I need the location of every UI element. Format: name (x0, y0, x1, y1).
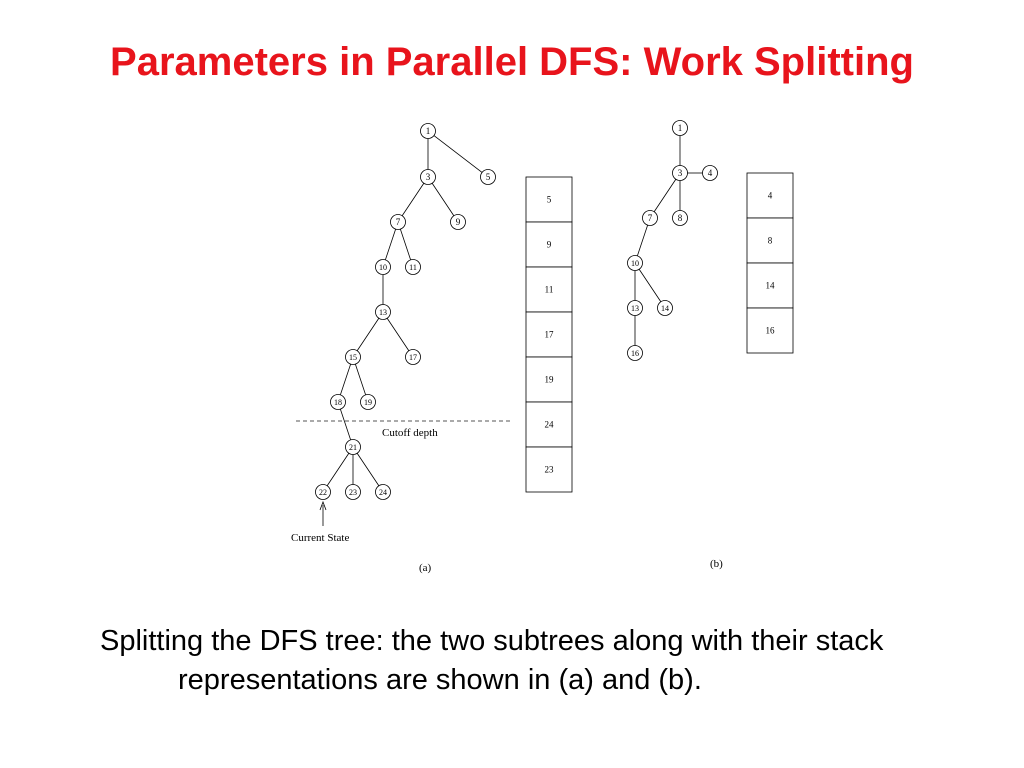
tree-b-node-label: 10 (631, 259, 639, 268)
stack-b-cell: 4 (746, 172, 794, 219)
tree-b-node-label: 1 (678, 123, 683, 133)
stack-a-cell-label: 24 (545, 420, 555, 430)
tree-b-node-label: 3 (678, 168, 683, 178)
tree-a-edge-7-11 (399, 228, 412, 261)
stack-a-cell: 5 (525, 176, 573, 223)
tree-b-node-label: 13 (631, 304, 639, 313)
tree-a-node-5: 5 (480, 169, 496, 185)
tree-b-node-8: 8 (672, 210, 688, 226)
stack-a-cell-label: 11 (545, 285, 554, 295)
tree-a-edge-13-17 (386, 318, 410, 351)
slide-title: Parameters in Parallel DFS: Work Splitti… (110, 40, 914, 84)
stack-b-cell-label: 4 (768, 191, 773, 201)
stack-a-cell: 24 (525, 401, 573, 448)
tree-b-node-4: 4 (702, 165, 718, 181)
tree-b-node-10: 10 (627, 255, 643, 271)
stack-a: 5 9 11 17 19 24 23 (525, 176, 573, 493)
tree-a-node-19: 19 (360, 394, 376, 410)
stack-a-cell-label: 9 (547, 240, 552, 250)
tree-a-node-18: 18 (330, 394, 346, 410)
tree-a-node-17: 17 (405, 349, 421, 365)
tree-a-node-label: 21 (349, 443, 357, 452)
tree-b-node-3: 3 (672, 165, 688, 181)
tree-a-node-label: 7 (396, 217, 401, 227)
tree-b-edge-10-14 (638, 269, 662, 302)
slide-caption: Splitting the DFS tree: the two subtrees… (100, 625, 884, 696)
stack-a-cell-label: 19 (545, 375, 555, 385)
stack-a-cell-label: 23 (545, 465, 555, 475)
tree-a-node-23: 23 (345, 484, 361, 500)
tree-a-node-1: 1 (420, 123, 436, 139)
tree-a-node-13: 13 (375, 304, 391, 320)
tree-a-node-11: 11 (405, 259, 421, 275)
tree-a-node-label: 5 (486, 172, 491, 182)
stack-b-cell-label: 16 (766, 326, 776, 336)
tree-b-edge-3-7 (653, 179, 677, 212)
tree-a-node-10: 10 (375, 259, 391, 275)
stack-b-cell: 8 (746, 217, 794, 264)
stack-a-cell: 11 (525, 266, 573, 313)
stack-a-cell-label: 5 (547, 195, 552, 205)
tree-a-edge-13-15 (356, 318, 380, 351)
tree-b-node-13: 13 (627, 300, 643, 316)
tree-a-node-21: 21 (345, 439, 361, 455)
tree-a-edge-3-9 (431, 183, 455, 216)
tree-a-node-label: 19 (364, 398, 372, 407)
current-state-label: Current State (291, 532, 349, 544)
tree-a-node-15: 15 (345, 349, 361, 365)
tree-a-node-label: 9 (456, 217, 461, 227)
tree-b-node-label: 8 (678, 213, 683, 223)
tree-a-node-label: 17 (409, 353, 417, 362)
tree-b-node-14: 14 (657, 300, 673, 316)
stack-b-cell: 16 (746, 307, 794, 354)
tree-a-edge-3-7 (401, 183, 425, 216)
tree-b-node-1: 1 (672, 120, 688, 136)
tree-a-node-label: 15 (349, 353, 357, 362)
tree-a-edge-21-22 (326, 453, 350, 486)
tree-b-node-label: 16 (631, 349, 639, 358)
tree-a-node-24: 24 (375, 484, 391, 500)
tree-b-node-16: 16 (627, 345, 643, 361)
tree-a-node-label: 10 (379, 263, 387, 272)
stack-b-cell-label: 8 (768, 236, 773, 246)
tree-a-node-label: 11 (409, 263, 417, 272)
tree-a-node-label: 13 (379, 308, 387, 317)
tree-a-edge-15-19 (354, 363, 367, 396)
figure-label-a: (a) (419, 562, 432, 574)
tree-a-node-label: 22 (319, 488, 327, 497)
tree-a-node-label: 3 (426, 172, 431, 182)
tree-a-edge-7-10 (384, 228, 397, 261)
tree-a-edge-21-24 (356, 453, 380, 486)
stack-a-cell: 19 (525, 356, 573, 403)
stack-b: 4 8 14 16 (746, 172, 794, 354)
stack-a-cell-label: 17 (545, 330, 555, 340)
tree-a-edge-15-18 (339, 363, 352, 396)
tree-a-node-9: 9 (450, 214, 466, 230)
tree-a-node-label: 1 (426, 126, 431, 136)
tree-a-edge-18-21 (339, 408, 352, 441)
stack-a-cell: 9 (525, 221, 573, 268)
tree-a-node-label: 23 (349, 488, 357, 497)
tree-a-node-3: 3 (420, 169, 436, 185)
tree-b-node-label: 7 (648, 213, 653, 223)
cutoff-label: Cutoff depth (382, 427, 438, 439)
stack-b-cell-label: 14 (766, 281, 776, 291)
stack-b-cell: 14 (746, 262, 794, 309)
tree-b-node-label: 4 (708, 168, 713, 178)
current-state-arrow (319, 500, 327, 526)
tree-b-edge-7-10 (636, 224, 649, 257)
tree-a-edge-1-5 (433, 135, 483, 173)
stack-a-cell: 17 (525, 311, 573, 358)
tree-a-node-7: 7 (390, 214, 406, 230)
tree-b-node-label: 14 (661, 304, 669, 313)
tree-a-node-label: 24 (379, 488, 387, 497)
stack-a-cell: 23 (525, 446, 573, 493)
tree-a-node-22: 22 (315, 484, 331, 500)
figure-label-b: (b) (710, 558, 723, 570)
tree-b-node-7: 7 (642, 210, 658, 226)
tree-a-node-label: 18 (334, 398, 342, 407)
